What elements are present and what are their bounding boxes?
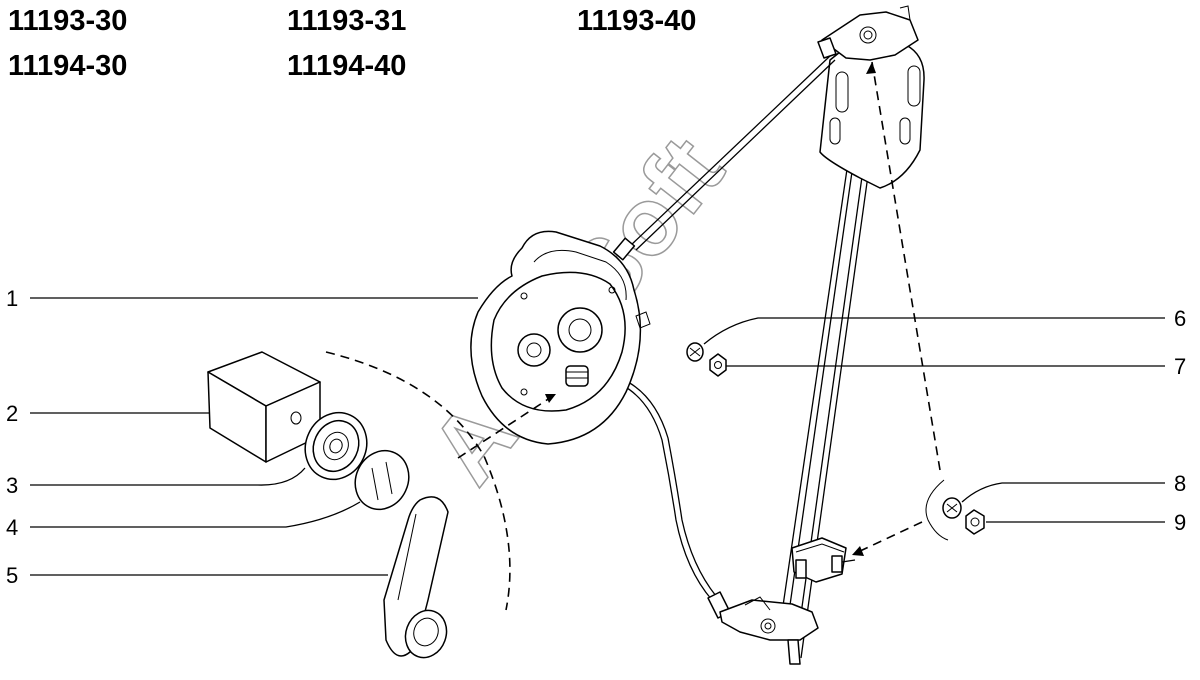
callout-4: 4 [6, 515, 18, 540]
callout-8: 8 [1174, 471, 1186, 496]
part-5-window-crank-handle [383, 496, 449, 659]
model-number-11194-40: 11194-40 [287, 50, 406, 82]
callout-7: 7 [1174, 354, 1186, 379]
lower-bracket [707, 591, 819, 665]
part-7-nut [709, 353, 727, 377]
part-4-slotted-cap [354, 449, 410, 511]
callout-1: 1 [6, 286, 18, 311]
part-9-nut [965, 509, 985, 535]
part-6-washer [686, 342, 704, 362]
model-number-11193-31: 11193-31 [287, 5, 406, 37]
callout-6: 6 [1174, 306, 1186, 331]
callout-2: 2 [6, 401, 18, 426]
detail-arc [925, 479, 949, 541]
part-2-cover-block [207, 351, 321, 463]
assembly-arrows [457, 61, 941, 556]
upper-cable [612, 55, 836, 261]
part-3-bearing-washer [304, 411, 368, 481]
callout-3: 3 [6, 473, 18, 498]
regulator-body [470, 230, 651, 445]
upper-bracket [817, 5, 925, 189]
lower-cable [621, 381, 717, 601]
leader-lines [30, 297, 1165, 576]
callout-9: 9 [1174, 510, 1186, 535]
model-number-11193-40: 11193-40 [577, 5, 696, 37]
model-number-11193-30: 11193-30 [8, 5, 127, 37]
callout-5: 5 [6, 563, 18, 588]
rail-clamp [791, 537, 856, 583]
model-number-11194-30: 11194-30 [8, 50, 127, 82]
assembly-arc [325, 351, 511, 611]
part-8-washer [942, 497, 962, 519]
